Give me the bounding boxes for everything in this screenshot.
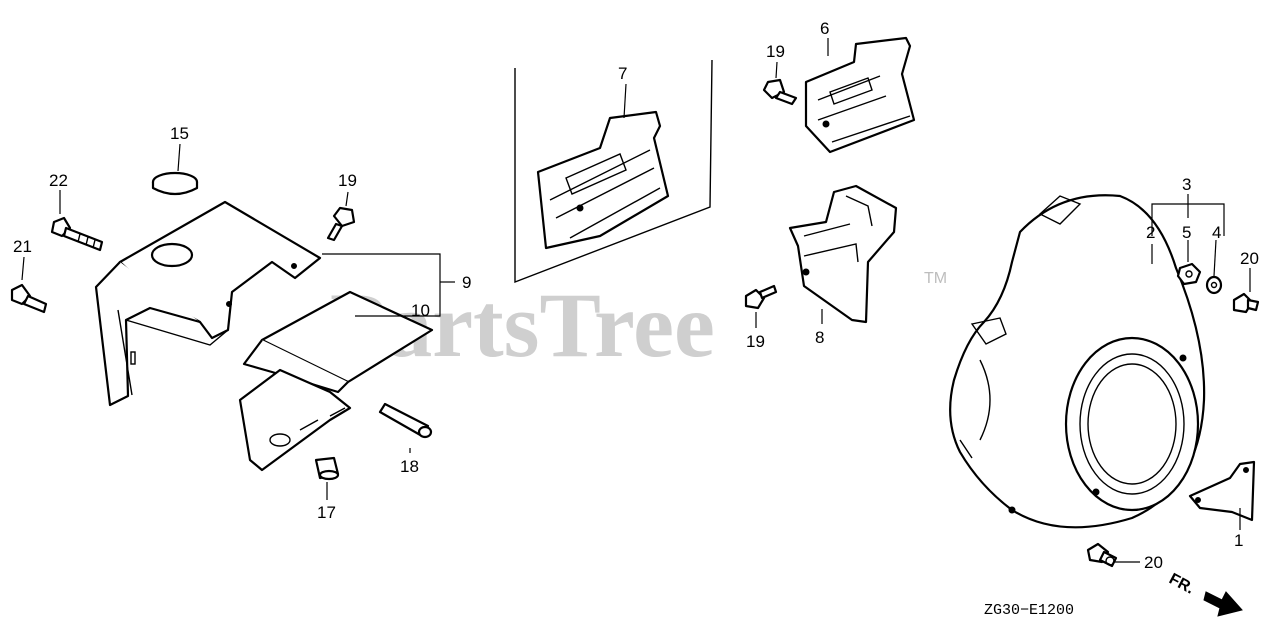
callout-8: 8: [815, 328, 824, 347]
callout-19b: 19: [766, 42, 785, 61]
part-6-shield[interactable]: [804, 36, 916, 154]
callout-18: 18: [400, 457, 419, 476]
diagram-code: ZG30−E1200: [984, 602, 1074, 619]
part-21-bolt[interactable]: [10, 283, 48, 314]
callout-15: 15: [170, 124, 189, 143]
callout-20a: 20: [1240, 249, 1259, 268]
callout-7: 7: [618, 64, 627, 83]
callout-10: 10: [411, 301, 430, 320]
part-20-bolt-b[interactable]: [1086, 542, 1118, 568]
part-4-washer[interactable]: [1205, 275, 1223, 295]
part-19-bolt-b[interactable]: [762, 78, 798, 106]
part-2-fan-housing[interactable]: [949, 194, 1206, 529]
part-17-collar[interactable]: [314, 456, 340, 481]
callout-1: 1: [1234, 531, 1243, 550]
callout-17: 17: [317, 503, 336, 522]
part-5-nut[interactable]: [1176, 262, 1202, 286]
callout-2: 2: [1146, 223, 1155, 242]
trademark: TM: [924, 270, 947, 287]
part-20-bolt-a[interactable]: [1232, 292, 1260, 314]
callout-21: 21: [13, 237, 32, 256]
callout-6: 6: [820, 19, 829, 38]
front-marker-label: FR.: [1166, 571, 1197, 598]
part-18-collar[interactable]: [378, 402, 433, 439]
part-8-shield[interactable]: [788, 184, 898, 324]
part-15-cap[interactable]: [151, 171, 199, 196]
part-22-bolt[interactable]: [50, 216, 104, 252]
callout-20b: 20: [1144, 553, 1163, 572]
part-19-bolt-c[interactable]: [744, 284, 778, 310]
part-10-lower-cover[interactable]: [238, 290, 434, 472]
callout-3: 3: [1182, 175, 1191, 194]
callout-4: 4: [1212, 223, 1221, 242]
callout-19c: 19: [746, 332, 765, 351]
callout-5: 5: [1182, 223, 1191, 242]
callout-19a: 19: [338, 171, 357, 190]
part-9-shroud-cover[interactable]: [94, 200, 322, 407]
front-direction-marker: FR.: [1166, 571, 1243, 617]
part-7-shield[interactable]: [514, 59, 713, 284]
part-19-bolt-a[interactable]: [326, 206, 356, 242]
part-1-guide[interactable]: [1188, 460, 1256, 522]
callout-9: 9: [462, 273, 471, 292]
callout-22: 22: [49, 171, 68, 190]
